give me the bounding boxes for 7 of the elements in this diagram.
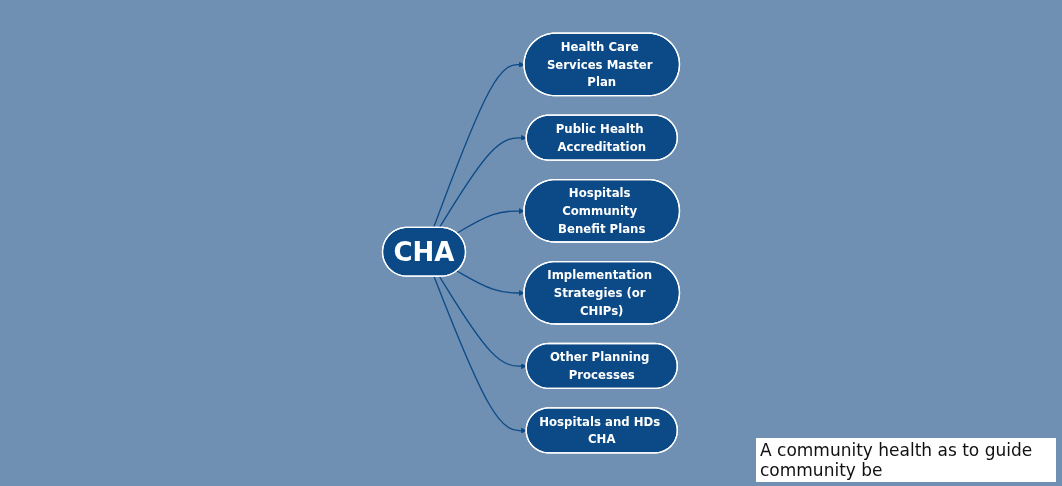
arrow: [433, 275, 527, 434]
body-text: A community health as to guide community be: [756, 438, 1056, 482]
arrow: [456, 208, 525, 234]
arrow: [456, 270, 525, 296]
arrow: [432, 61, 525, 229]
arrow: [438, 275, 527, 370]
arrow: [438, 135, 527, 229]
